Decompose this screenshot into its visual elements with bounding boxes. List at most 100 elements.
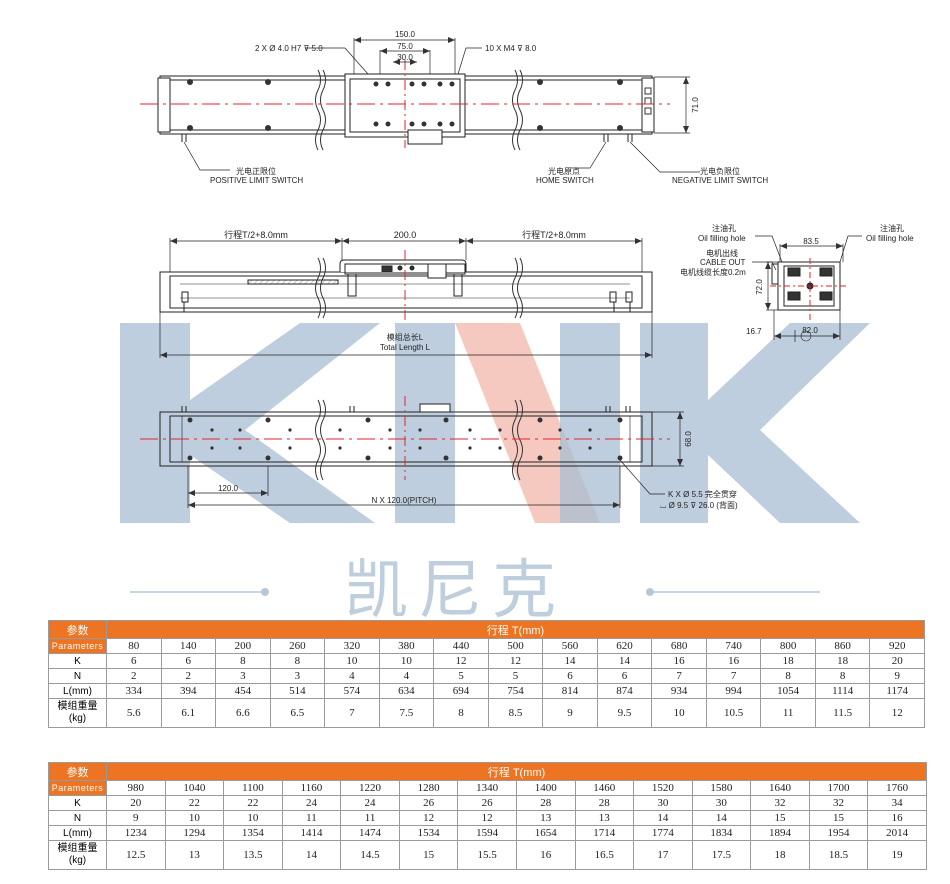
table-cell: 1834 (691, 825, 752, 841)
table-cell: 10 (223, 810, 283, 826)
table-cell: 6 (596, 668, 653, 684)
callout-thread-holes: 10 X M4 ⊽ 8.0 (485, 44, 537, 53)
table-cell: 500 (487, 638, 544, 654)
table-cell: 934 (651, 683, 707, 699)
table-cell: 4 (324, 668, 380, 684)
table-cell: 1594 (457, 825, 517, 841)
table-cell: 4 (378, 668, 435, 684)
table-cell: 5 (433, 668, 489, 684)
table-cell: 16 (705, 653, 762, 669)
table-cell: 10 (164, 810, 225, 826)
carriage-length-label: 200.0 (394, 230, 417, 240)
row-label-n: N (48, 810, 107, 826)
oil-hole-right-cn: 注油孔 (880, 223, 904, 233)
home-switch-en: HOME SWITCH (536, 176, 594, 185)
table-cell: 18.5 (808, 840, 869, 870)
table-cell: 6 (106, 653, 162, 669)
table-cell: 15 (398, 840, 459, 870)
table-cell: 18 (750, 840, 810, 870)
table-cell: 1774 (633, 825, 693, 841)
table-cell: 560 (542, 638, 598, 654)
table-cell: 10.5 (705, 698, 762, 728)
table-cell: 8 (433, 698, 489, 728)
table-cell: 454 (215, 683, 271, 699)
cable-out-cn: 电机出线 (706, 248, 738, 258)
row-label-n: N (48, 668, 107, 684)
table-cell: 334 (106, 683, 162, 699)
table-cell: 11 (760, 698, 816, 728)
table-cell: 19 (867, 840, 927, 870)
table-cell: 920 (869, 638, 925, 654)
table-header-row: 参数 行程 T(mm) (48, 762, 927, 781)
row-label-k: K (48, 795, 107, 811)
travel-header: 行程 T(mm) (106, 762, 927, 781)
knk-watermark: 凯尼克 (120, 323, 870, 628)
dim-pitch-first: 120.0 (218, 484, 239, 493)
table-cell: 8 (814, 668, 871, 684)
positive-limit-en: POSITIVE LIMIT SWITCH (210, 176, 303, 185)
table-cell: 514 (269, 683, 326, 699)
table-cell: 12 (457, 810, 517, 826)
table-cell: 26 (398, 795, 459, 811)
table-cell: 6 (160, 653, 217, 669)
table-cell: 1760 (867, 780, 927, 796)
positive-limit-cn: 光电正限位 (236, 166, 276, 176)
table-cell: 6.5 (269, 698, 326, 728)
table-cell: 1580 (691, 780, 752, 796)
table-cell: 13.5 (223, 840, 283, 870)
table-cell: 15.5 (457, 840, 517, 870)
table-cell: 1040 (164, 780, 225, 796)
table-cell: 7 (651, 668, 707, 684)
table-cell: 1700 (808, 780, 869, 796)
table-cell: 1414 (281, 825, 342, 841)
oil-hole-left-cn: 注油孔 (712, 223, 736, 233)
table-cell: 26 (457, 795, 517, 811)
table-cell: 1640 (750, 780, 810, 796)
table-cell: 10 (651, 698, 707, 728)
table-cell: 12 (433, 653, 489, 669)
side-view (159, 238, 653, 358)
table-cell: 18 (760, 653, 816, 669)
dim-30: 30.0 (397, 53, 413, 62)
table-cell: 8.5 (487, 698, 544, 728)
dim-72: 72.0 (755, 279, 764, 295)
table-cell: 17.5 (691, 840, 752, 870)
table-cell: 13 (515, 810, 576, 826)
table-cell: 16.5 (574, 840, 635, 870)
table-cell: 860 (814, 638, 871, 654)
table-cell: 2 (160, 668, 217, 684)
table-cell: 800 (760, 638, 816, 654)
cable-length-label: 电机线缆长度0.2m (680, 267, 746, 277)
table-cell: 740 (705, 638, 762, 654)
oil-hole-right-en: Oil filling hole (866, 234, 914, 243)
table-cell: 12 (398, 810, 459, 826)
table-cell: 1654 (515, 825, 576, 841)
table-cell: 14 (281, 840, 342, 870)
table-cell: 1114 (814, 683, 871, 699)
table-cell: 200 (215, 638, 271, 654)
table-cell: 9.5 (596, 698, 653, 728)
table-cell: 15 (808, 810, 869, 826)
table-cell: 20 (869, 653, 925, 669)
table-cell: 12 (869, 698, 925, 728)
table-cell: 754 (487, 683, 544, 699)
table-cell: 680 (651, 638, 707, 654)
table-cell: 22 (223, 795, 283, 811)
table-cell: 7 (705, 668, 762, 684)
table-cell: 30 (691, 795, 752, 811)
row-label-l: L(mm) (48, 825, 107, 841)
table-cell: 874 (596, 683, 653, 699)
table-cell: 1054 (760, 683, 816, 699)
table-cell: 980 (106, 780, 166, 796)
row-label-weight: 模组重量(kg) (48, 698, 107, 728)
table-cell: 1100 (223, 780, 283, 796)
dim-75: 75.0 (397, 42, 413, 51)
negative-limit-cn: 光电负限位 (700, 166, 740, 176)
table-cell: 2 (106, 668, 162, 684)
